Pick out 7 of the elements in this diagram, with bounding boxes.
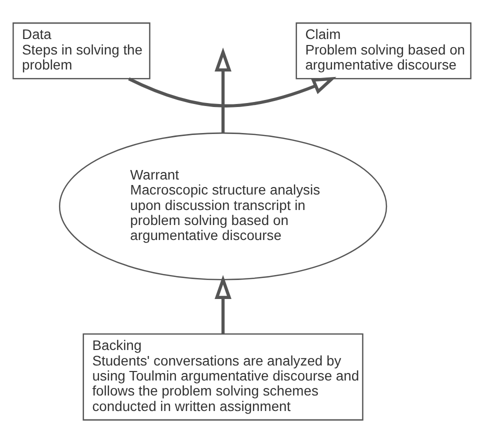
arrow <box>214 46 232 132</box>
node-box: Claim Problem solving based on argumentative discourse <box>296 22 472 79</box>
arrow <box>128 76 336 107</box>
node-ellipse: Warrant Macroscopic structure analysis upon discussion transcript in problem solving based on argumentative discourse <box>58 132 388 280</box>
node-box: Backing Students' conversations are analyzed by using Toulmin argumentative discourse and follows the problem solving schemes conducted in written assignment <box>82 332 364 420</box>
node-box: Data Steps in solving the problem <box>12 22 150 79</box>
arrow <box>214 274 232 334</box>
